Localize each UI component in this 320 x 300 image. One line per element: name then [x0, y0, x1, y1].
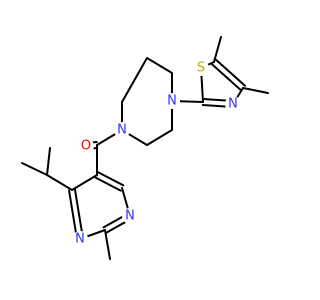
bond-double-b-18 — [97, 171, 125, 187]
atom-n-piperazine-bottom: N — [114, 122, 130, 138]
bond-single-26 — [21, 162, 48, 176]
atom-n-thiazole-label: N — [228, 97, 238, 112]
bond-single-23 — [71, 174, 98, 191]
atom-s1-background — [193, 60, 209, 76]
atom-n-piperazine-top-background — [164, 93, 180, 109]
atom-n-pyrimidine-1-background — [122, 208, 138, 224]
bond-single-24 — [104, 229, 111, 260]
bond-single-6 — [242, 87, 269, 94]
bond-single-9 — [146, 57, 173, 74]
bond-double-b-22 — [68, 189, 79, 241]
atom-s1: S — [193, 60, 209, 76]
bond-single-27 — [46, 147, 51, 176]
atom-n-thiazole: N — [225, 96, 241, 112]
bond-single-25 — [46, 174, 73, 191]
atom-n-pyrimidine-1-label: N — [125, 209, 135, 224]
bond-double-a-5 — [215, 58, 247, 87]
atom-label-layer: S N N N O N N — [72, 60, 241, 247]
bond-double-a-18 — [94, 176, 122, 192]
atom-n-pyrimidine-2: N — [72, 231, 88, 247]
bond-single-13 — [146, 129, 173, 146]
atom-o1-label: O — [81, 139, 91, 154]
bond-double-b-5 — [210, 63, 242, 92]
molecule-diagram: S N N N O N N — [21, 36, 269, 260]
bond-layer — [21, 36, 269, 260]
bond-double-a-22 — [73, 188, 84, 240]
atom-o1-background — [78, 138, 94, 154]
atom-n-piperazine-bottom-label: N — [117, 123, 127, 138]
molecule-structure-canvas: S N N N O N N — [21, 36, 269, 260]
atom-n-pyrimidine-2-background — [72, 231, 88, 247]
bond-single-0 — [213, 36, 222, 63]
atom-n-pyrimidine-1: N — [122, 208, 138, 224]
bond-single-10 — [121, 57, 148, 103]
atom-n-thiazole-background — [225, 96, 241, 112]
atom-s1-label: S — [197, 61, 205, 76]
atom-n-pyrimidine-2-label: N — [75, 232, 85, 247]
atom-n-piperazine-top-label: N — [167, 94, 177, 109]
atom-n-piperazine-top: N — [164, 93, 180, 109]
atom-o1: O — [78, 138, 94, 154]
atom-n-piperazine-bottom-background — [114, 122, 130, 138]
